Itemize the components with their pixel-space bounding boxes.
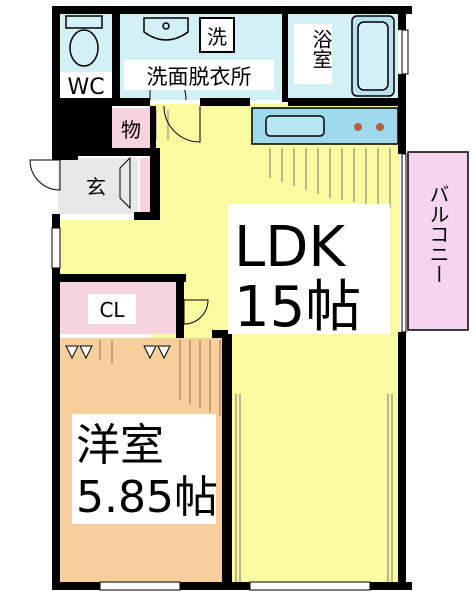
western-room-label-bg: [72, 414, 216, 524]
ldk-label-line2: 15帖: [234, 275, 361, 340]
western-room-label-line2: 5.85帖: [76, 472, 218, 523]
stove-burner-icon: [354, 123, 362, 131]
balcony-area: [407, 151, 469, 331]
entrance-step: [140, 158, 152, 214]
washroom-label-bg: [124, 60, 274, 90]
washing-machine-label: 洗: [207, 25, 227, 49]
wc-label: WC: [67, 75, 104, 100]
entrance-area: [58, 158, 138, 214]
closet-door-markers: [65, 345, 171, 360]
ldk-label-line1: LDK: [234, 215, 346, 280]
balcony-label: バルコニー: [426, 184, 450, 284]
storage-label: 物: [121, 118, 141, 142]
windows: [51, 29, 409, 591]
washing-machine-icon: [199, 17, 235, 53]
closet-label: CL: [99, 298, 125, 322]
bath-label-bg: [294, 24, 332, 84]
stove-burner-icon: [376, 123, 384, 131]
entrance-label: 玄: [86, 175, 106, 199]
kitchen-counter: [251, 107, 399, 145]
washroom-label: 洗面脱衣所: [147, 65, 252, 89]
western-room-label-line1: 洋室: [76, 420, 164, 471]
sink-icon: [143, 17, 189, 41]
ldk-floor-hatch: [235, 148, 393, 582]
closet-label-bg: [88, 294, 136, 324]
western-room-floor-hatch: [99, 340, 221, 416]
ldk-label-bg: [228, 204, 390, 334]
hall-area: [58, 220, 178, 274]
storage-area: [112, 108, 152, 148]
toilet-icon: [65, 15, 103, 67]
walls: [52, 6, 412, 590]
wc-label-bg: [60, 72, 112, 98]
bathtub-icon: [351, 15, 395, 97]
